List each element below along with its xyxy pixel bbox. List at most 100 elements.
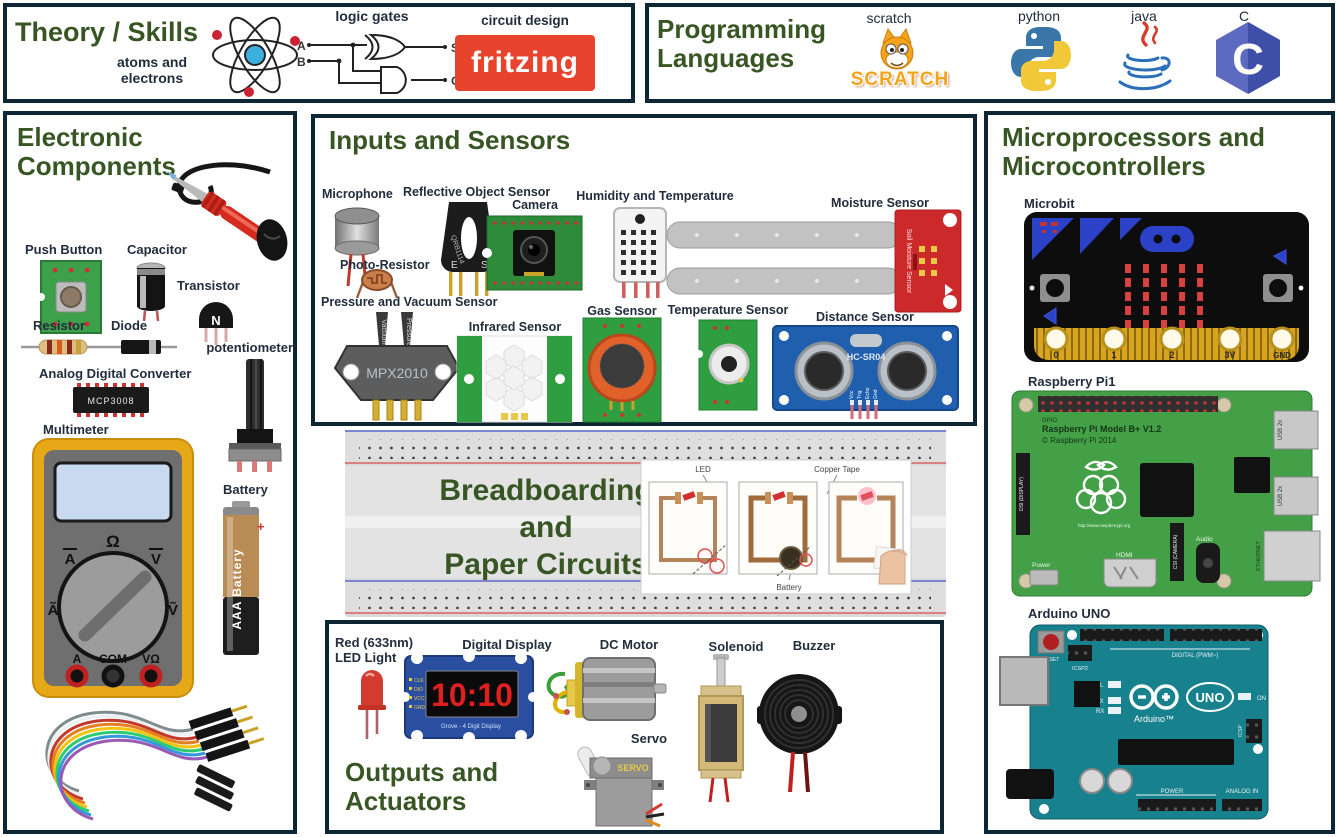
atoms-label: atoms and electrons (116, 54, 187, 86)
resistor-label: Resistor (33, 318, 86, 333)
transistor-label: Transistor (177, 278, 240, 293)
display-pin-dio: DIO (414, 687, 423, 693)
arduino-power-jack (1006, 769, 1054, 799)
microbit-label: Microbit (1024, 196, 1075, 211)
raspberry-pi-image: GPIO Raspberry Pi Model B+ V1.2 © Raspbe… (1011, 390, 1321, 597)
jack-vohm-label: VΩ (142, 652, 160, 666)
c-language-icon: C (1216, 22, 1280, 94)
jack-a-label: A (73, 652, 82, 666)
jack-com-label: COM (99, 652, 127, 666)
java-label: java (1131, 8, 1157, 24)
battery-image: + AAA Battery (223, 501, 265, 655)
humidity-label: Humidity and Temperature (576, 189, 734, 203)
microbit-pin-0: 0 (1053, 350, 1058, 360)
rpi-logo (1075, 460, 1127, 515)
breadboarding-caption-line1: Breadboarding (439, 474, 653, 507)
microphone-image (334, 207, 380, 287)
microbit-image: 0 1 2 3V GND (1024, 212, 1309, 362)
c-label: C (1238, 8, 1250, 24)
battery-label: Battery (223, 482, 268, 497)
scratch-logo-text: SCRATCH (850, 69, 950, 90)
moisture-sensor-image: Soil Moisture Sensor (666, 209, 962, 313)
python-label: python (1017, 8, 1061, 24)
rpi-model-text: Raspberry Pi Model B+ V1.2 (1042, 424, 1161, 434)
paper-battery-label: Battery (776, 583, 801, 592)
display-digits: 10:10 (431, 677, 513, 713)
microbit-pin-2: 2 (1169, 350, 1174, 360)
potentiometer-image (228, 359, 282, 472)
solenoid-image (698, 654, 744, 803)
scratch-label: scratch (866, 10, 912, 26)
transistor-image: N (199, 302, 233, 345)
adc-chip-text: MCP3008 (87, 396, 134, 406)
infrared-sensor-image (456, 335, 573, 423)
display-caption: Grove - 4 Digit Display (441, 724, 501, 730)
arduino-icsp2-text: ICSP2 (1072, 666, 1088, 672)
c-logo-letter: C (1232, 35, 1264, 84)
led-label: Red (633nm) LED Light (335, 635, 414, 665)
buzzer-image (757, 674, 842, 793)
arduino-usb-port (999, 656, 1049, 706)
electronic-components-panel: Electronic Components Push Button Capac (3, 111, 297, 834)
fritzing-logo: fritzing (455, 35, 595, 91)
pressure-sensor-label: Pressure and Vacuum Sensor (321, 295, 498, 309)
logic-pin-a: A (297, 39, 306, 53)
gas-sensor-image (582, 317, 662, 423)
servo-mark: SERVO (617, 763, 648, 773)
rpi-ethernet-text: ETHERNET (1256, 541, 1262, 571)
rpi-usb-port-2 (1273, 476, 1319, 516)
outputs-actuators-panel: Red (633nm) LED Light Digital Display 10… (325, 620, 944, 834)
digital-display-image: 10:10 CLK DIO VCC GND Grove - 4 Digit Di… (400, 650, 538, 744)
arduino-uno-text: UNO (1196, 690, 1225, 705)
distance-pin-trig: Trig (857, 390, 863, 399)
moisture-board-text: Soil Moisture Sensor (905, 229, 912, 294)
adc-label: Analog Digital Converter (39, 366, 192, 381)
multimeter-label: Multimeter (43, 422, 109, 437)
logic-gates-label: logic gates (335, 8, 409, 24)
breadboarding-caption-line3: Paper Circuits (444, 548, 648, 581)
rpi-dsi-text: DSI (DISPLAY) (1019, 477, 1025, 511)
rpi-power-text: Power (1032, 562, 1051, 569)
distance-chip-text: HC-SR04 (847, 352, 886, 362)
arduino-label: Arduino UNO (1028, 606, 1111, 621)
breadboarding-caption: Breadboarding and Paper Circuits (381, 472, 711, 583)
micro-title: Microprocessors and Microcontrollers (1002, 122, 1265, 182)
theory-skills-panel: Theory / Skills atoms and electrons logi… (3, 3, 635, 103)
pressure-port1-text: Vacuum (380, 319, 387, 344)
dial-amp-ac: Ã (48, 601, 59, 619)
logic-pin-b: B (297, 55, 306, 69)
servo-label: Servo (630, 731, 668, 746)
dial-amp: A (65, 551, 76, 568)
rpi-copyright-text: © Raspberry Pi 2014 (1042, 436, 1117, 445)
rpi-gpio-text: GPIO (1042, 418, 1057, 424)
display-pin-gnd: GND (414, 705, 426, 711)
potentiometer-label: potentiometer (206, 340, 293, 355)
dc-motor-label: DC Motor (599, 637, 659, 652)
arduino-rx-text: RX (1096, 709, 1104, 715)
distance-pin-echo: Echo (865, 387, 871, 399)
reflective-s: S (481, 260, 488, 271)
rpi-label: Raspberry Pi1 (1028, 374, 1116, 389)
reflective-e: E (451, 260, 458, 271)
microbit-pin-1: 1 (1111, 350, 1116, 360)
python-icon (1011, 27, 1071, 91)
moisture-label: Moisture Sensor (831, 196, 929, 210)
camera-label: Camera (512, 198, 558, 212)
breadboard-top-rail (345, 430, 946, 464)
diode-label: Diode (111, 318, 148, 333)
rpi-hdmi-port (1103, 558, 1157, 588)
display-label: Digital Display (462, 637, 552, 652)
push-button-label: Push Button (25, 242, 103, 257)
inputs-title: Inputs and Sensors (329, 125, 571, 155)
gas-sensor-label: Gas Sensor (587, 304, 657, 318)
soldering-iron-image (167, 162, 288, 261)
paper-copper-label: Copper Tape (814, 465, 860, 474)
battery-text: AAA Battery (230, 548, 244, 629)
temperature-sensor-image (695, 319, 758, 411)
rpi-csi-connector (1170, 523, 1184, 581)
infrared-label: Infrared Sensor (468, 320, 562, 334)
display-pin-vcc: VCC (414, 696, 425, 702)
distance-pin-vcc: Vcc (849, 390, 855, 399)
servo-image: SERVO (577, 746, 665, 828)
distance-pin-gnd: Gnd (873, 389, 879, 399)
